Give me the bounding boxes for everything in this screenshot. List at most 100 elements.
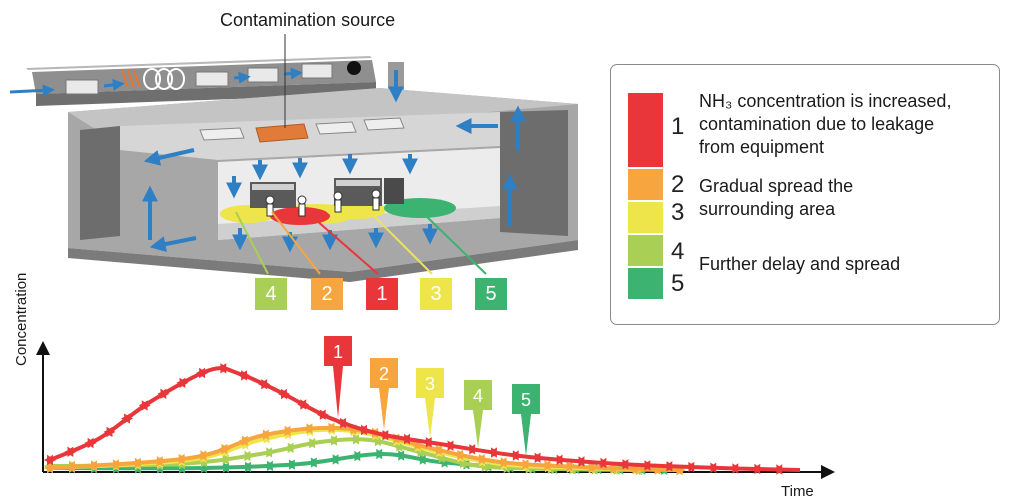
curve-star-marker bbox=[303, 423, 316, 434]
graph-callout-5: 5 bbox=[512, 384, 540, 456]
curve-star-marker bbox=[393, 441, 406, 452]
zone-label-1: 1 bbox=[366, 278, 398, 310]
graph-callout-label: 5 bbox=[521, 390, 531, 410]
curve-star-marker bbox=[401, 433, 413, 445]
curve-star-marker bbox=[475, 454, 488, 465]
curve-star-marker bbox=[157, 388, 170, 399]
curve-star-marker bbox=[729, 463, 742, 474]
damper-icon bbox=[347, 61, 361, 75]
legend-line: contamination due to leakage bbox=[699, 114, 935, 134]
graph-callout-3: 3 bbox=[416, 368, 444, 438]
curve-star-marker bbox=[751, 463, 764, 475]
curve-star-marker bbox=[373, 448, 386, 460]
curve-star-marker bbox=[488, 447, 500, 458]
curve-star-marker bbox=[337, 417, 350, 429]
ceiling-plenum bbox=[120, 112, 500, 160]
curve-star-marker bbox=[575, 456, 588, 467]
curve-star-marker bbox=[432, 444, 445, 456]
graph-callout-4: 4 bbox=[464, 380, 492, 448]
zone-label-3: 3 bbox=[420, 278, 452, 310]
x-axis-label: Time bbox=[781, 483, 814, 500]
curve-star-marker bbox=[196, 367, 209, 379]
legend-swatch-2 bbox=[628, 169, 663, 200]
curve-star-marker bbox=[553, 454, 566, 465]
curve-star-marker bbox=[260, 433, 273, 444]
curve-star-marker bbox=[531, 452, 544, 463]
legend-number-1: 1 bbox=[671, 113, 685, 140]
legend-swatch-3 bbox=[628, 202, 663, 233]
curve-star-marker bbox=[284, 442, 297, 453]
curve-star-marker bbox=[198, 462, 210, 474]
curve-star-marker bbox=[109, 459, 122, 470]
curve-star-marker bbox=[497, 457, 510, 468]
y-axis-label: Concentration bbox=[13, 272, 30, 366]
legend-line: NH₃ concentration is increased, bbox=[699, 91, 952, 111]
legend-swatch-4 bbox=[628, 235, 663, 266]
curve-star-marker bbox=[220, 462, 232, 473]
curve-star-marker bbox=[217, 363, 230, 374]
curve-star-marker bbox=[379, 430, 392, 441]
curve-star-marker bbox=[44, 454, 56, 466]
room-airflow-arrows bbox=[142, 70, 526, 253]
curve-star-marker bbox=[64, 446, 77, 457]
curve-star-marker bbox=[351, 450, 364, 462]
curve-star-marker bbox=[685, 461, 698, 473]
curve-star-marker bbox=[707, 462, 720, 473]
legend-number-3: 3 bbox=[671, 199, 685, 226]
curve-star-marker bbox=[422, 437, 435, 448]
curve-star-marker bbox=[411, 439, 424, 450]
curve-star-marker bbox=[219, 454, 232, 465]
legend-line: from equipment bbox=[699, 137, 825, 157]
curve-star-marker bbox=[371, 435, 384, 447]
curve-star-marker bbox=[619, 459, 632, 470]
curve-star-marker bbox=[197, 450, 210, 461]
graph-callout-label: 2 bbox=[379, 364, 389, 384]
graph-callout-label: 3 bbox=[425, 374, 435, 394]
legend-text-1: NH₃ concentration is increased, contamin… bbox=[699, 90, 951, 159]
curve-star-marker bbox=[153, 456, 166, 467]
ceiling-filters bbox=[199, 117, 405, 141]
curve-star-marker bbox=[306, 438, 319, 449]
curve-star-marker bbox=[176, 463, 188, 474]
workers bbox=[265, 189, 381, 217]
curve-star-marker bbox=[175, 453, 188, 465]
curve-star-marker bbox=[316, 409, 329, 420]
heat-icon bbox=[121, 69, 141, 89]
curve-star-marker bbox=[641, 460, 654, 471]
zone-label-4: 4 bbox=[255, 278, 287, 310]
curve-star-marker bbox=[278, 388, 290, 400]
curve-star-marker bbox=[585, 462, 598, 473]
zone-label-text: 5 bbox=[485, 283, 497, 305]
curve-star-marker bbox=[84, 437, 97, 449]
curve-star-marker bbox=[350, 434, 362, 445]
legend-line: Further delay and spread bbox=[699, 254, 901, 274]
legend-swatch-5 bbox=[628, 268, 663, 299]
zone-pointer-lines bbox=[235, 211, 487, 275]
legend-box: 1 NH₃ concentration is increased, contam… bbox=[610, 64, 1000, 325]
curve-star-marker bbox=[259, 429, 272, 440]
legend-text-4-5: Further delay and spread bbox=[699, 253, 900, 276]
curve-star-marker bbox=[773, 464, 786, 475]
curve-star-marker bbox=[264, 460, 276, 472]
curve-star-marker bbox=[328, 435, 340, 446]
legend-line: Gradual spread the bbox=[699, 176, 854, 196]
contamination-source-filter bbox=[255, 123, 309, 143]
curve-star-marker bbox=[607, 463, 620, 474]
curve-star-marker bbox=[444, 440, 457, 451]
curve-star-marker bbox=[629, 463, 642, 474]
curve-star-marker bbox=[416, 454, 429, 465]
curve-star-marker bbox=[673, 464, 686, 476]
legend-number-5: 5 bbox=[671, 270, 685, 297]
curve-star-marker bbox=[131, 457, 144, 469]
curve-star-marker bbox=[176, 377, 189, 388]
curve-star-marker bbox=[509, 450, 522, 461]
legend-number-2: 2 bbox=[671, 171, 685, 198]
curve-star-marker bbox=[242, 461, 254, 473]
curve-star-marker bbox=[44, 462, 56, 474]
legend-swatch-1 bbox=[628, 93, 663, 167]
curve-star-marker bbox=[297, 399, 310, 410]
cleanroom-building-illustration bbox=[9, 34, 578, 282]
curve-star-marker bbox=[258, 379, 271, 390]
curve-star-marker bbox=[347, 424, 360, 435]
